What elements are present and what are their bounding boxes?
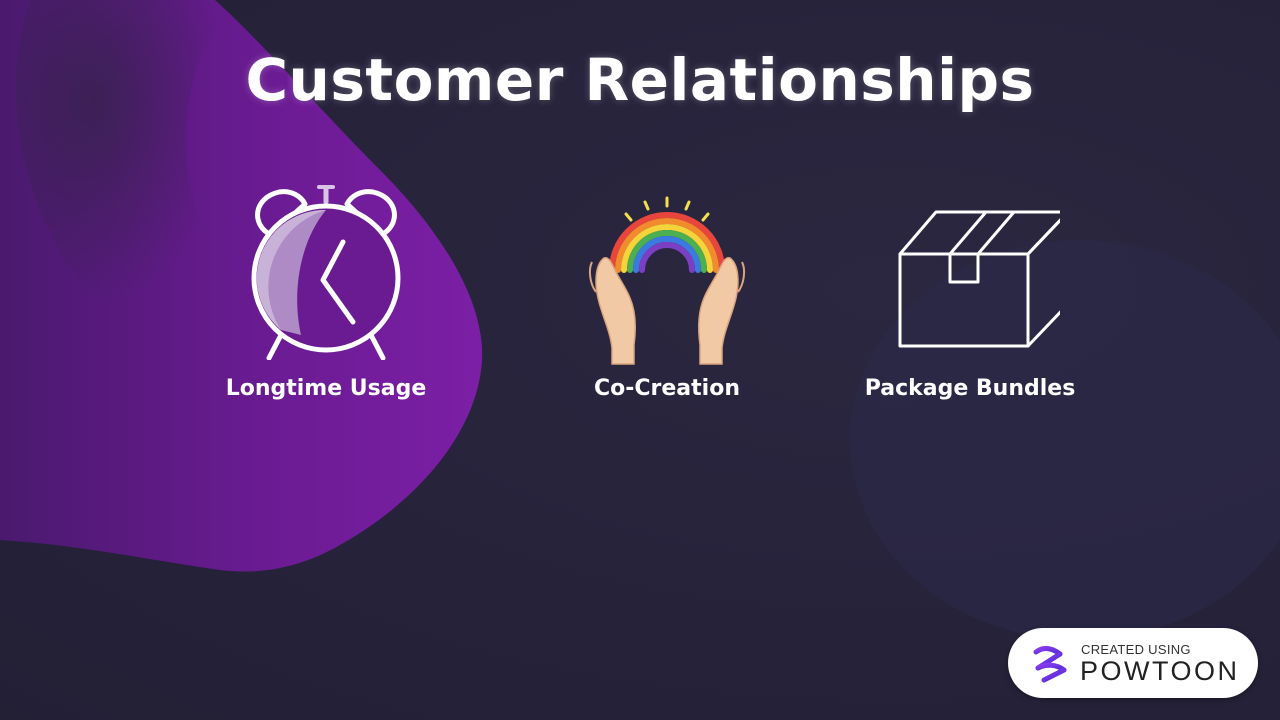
created-using-text: CREATED USING <box>1081 642 1191 657</box>
slide-title: Customer Relationships <box>245 46 1035 114</box>
rainbow-hands-icon <box>588 196 746 365</box>
powtoon-logo-icon <box>1033 645 1067 683</box>
feature-label: Co-Creation <box>594 376 740 401</box>
feature-package-bundles: Package Bundles <box>820 180 1120 401</box>
feature-co-creation: Co-Creation <box>517 180 817 401</box>
feature-label: Package Bundles <box>864 376 1076 401</box>
alarm-clock-icon <box>251 185 401 360</box>
box-icon <box>898 210 1060 348</box>
created-using-powtoon-badge[interactable]: CREATED USING POWTOON <box>1008 628 1258 698</box>
powtoon-brand-text: POWTOON <box>1080 656 1240 686</box>
feature-longtime-usage: Longtime Usage <box>176 180 476 401</box>
feature-label: Longtime Usage <box>225 376 427 401</box>
